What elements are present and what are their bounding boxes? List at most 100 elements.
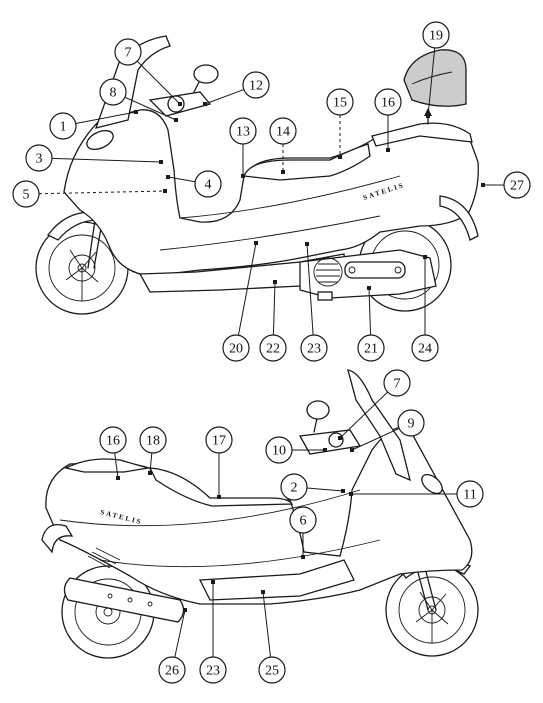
callout-top-12: 12 <box>242 71 270 99</box>
callout-target-bottom-10 <box>323 448 327 452</box>
callout-bottom-16: 16 <box>99 426 127 454</box>
callout-target-bottom-11 <box>349 492 353 496</box>
handlebar-top <box>148 64 219 117</box>
callout-number: 15 <box>333 96 347 111</box>
callout-number: 27 <box>510 179 524 194</box>
callout-target-top-8 <box>174 118 178 122</box>
engine-unit-top <box>299 249 437 301</box>
callout-circle <box>326 88 354 116</box>
callout-target-bottom-9 <box>350 448 354 452</box>
callout-target-top-23 <box>305 242 309 246</box>
callout-target-bottom-18 <box>148 471 152 475</box>
callout-target-bottom-2 <box>341 489 345 493</box>
callout-number: 21 <box>364 342 378 357</box>
callout-leader-top-8 <box>124 96 177 121</box>
callout-number: 1 <box>60 120 67 135</box>
callout-number: 9 <box>408 417 415 432</box>
callout-circle <box>383 369 411 397</box>
callout-top-7: 7 <box>114 38 142 66</box>
rear-mudguard-top <box>439 195 479 241</box>
callout-number: 2 <box>291 481 298 496</box>
callout-bottom-2: 2 <box>280 473 308 501</box>
callout-number: 25 <box>265 664 279 679</box>
callout-circle <box>114 38 142 66</box>
callout-number: 18 <box>146 434 160 449</box>
callout-number: 16 <box>106 434 120 449</box>
callout-circle <box>300 334 328 362</box>
callout-target-bottom-6 <box>301 555 305 559</box>
callout-leader-top-20 <box>237 242 257 336</box>
callout-top-16: 16 <box>374 88 402 116</box>
callout-target-top-27 <box>481 183 485 187</box>
callout-top-14: 14 <box>269 117 297 145</box>
callout-target-bottom-25 <box>261 590 265 594</box>
callout-top-22: 22 <box>259 334 287 362</box>
callout-bottom-18: 18 <box>139 426 167 454</box>
callout-circle <box>280 473 308 501</box>
callout-leader-top-22 <box>272 281 276 336</box>
callout-target-top-21 <box>367 286 371 290</box>
callout-number: 3 <box>36 152 43 167</box>
callout-top-4: 4 <box>194 170 222 198</box>
callout-target-top-4 <box>166 175 170 179</box>
front-wheel-bottom <box>385 563 479 657</box>
rear-rack-bottom <box>64 458 149 473</box>
callout-target-top-13 <box>241 174 245 178</box>
side-panel-seam-top <box>159 175 401 251</box>
callout-bottom-17: 17 <box>205 426 233 454</box>
callout-number: 8 <box>110 86 117 101</box>
callout-target-top-16 <box>386 148 390 152</box>
callout-circle <box>374 88 402 116</box>
callout-leader-bottom-25 <box>262 591 272 658</box>
callout-circle <box>99 426 127 454</box>
callout-circle <box>229 117 257 145</box>
callout-number: 24 <box>418 342 432 357</box>
callout-target-bottom-16 <box>116 476 120 480</box>
callout-circle <box>269 117 297 145</box>
callout-number: 16 <box>381 96 395 111</box>
callout-number: 20 <box>229 342 243 357</box>
callout-number: 26 <box>165 664 179 679</box>
callout-leader-bottom-9 <box>351 427 400 451</box>
callout-circle <box>265 436 293 464</box>
callout-top-20: 20 <box>222 334 250 362</box>
callout-leader-top-12 <box>204 89 244 105</box>
callout-number: 7 <box>394 377 401 392</box>
seat-bottom <box>148 467 294 507</box>
callout-top-19: 19 <box>422 21 450 49</box>
callout-circle <box>289 506 317 534</box>
top-case-part <box>403 49 467 107</box>
callout-bottom-11: 11 <box>456 480 484 508</box>
callout-circle <box>25 144 53 172</box>
callout-number: 22 <box>266 342 280 357</box>
callout-leader-top-19 <box>427 47 436 117</box>
callout-number: 4 <box>205 178 212 193</box>
callout-target-top-24 <box>423 255 427 259</box>
callout-circle <box>242 71 270 99</box>
callout-number: 12 <box>249 79 263 94</box>
callout-bottom-9: 9 <box>397 409 425 437</box>
callout-leader-bottom-2 <box>306 487 344 492</box>
floor-board-bottom <box>198 559 355 601</box>
callout-circle <box>158 656 186 684</box>
callout-leaders <box>38 47 504 658</box>
callout-leader-top-21 <box>368 287 372 336</box>
callout-target-top-22 <box>273 280 277 284</box>
callout-top-21: 21 <box>357 334 385 362</box>
callout-bottom-10: 10 <box>265 436 293 464</box>
rear-rack-top <box>371 122 473 147</box>
callout-number: 23 <box>206 664 220 679</box>
callout-number: 17 <box>212 434 226 449</box>
callout-target-bottom-23 <box>211 580 215 584</box>
callout-top-15: 15 <box>326 88 354 116</box>
callout-target-bottom-26 <box>183 608 187 612</box>
callout-leader-top-23 <box>306 243 314 336</box>
callout-top-1: 1 <box>49 112 77 140</box>
scooter-right-side-view: SATELIS <box>41 369 479 659</box>
callout-top-8: 8 <box>99 78 127 106</box>
callout-number: 5 <box>23 188 30 203</box>
callout-bottom-26: 26 <box>158 656 186 684</box>
callout-number: 23 <box>307 342 321 357</box>
callout-target-bottom-17 <box>217 495 221 499</box>
